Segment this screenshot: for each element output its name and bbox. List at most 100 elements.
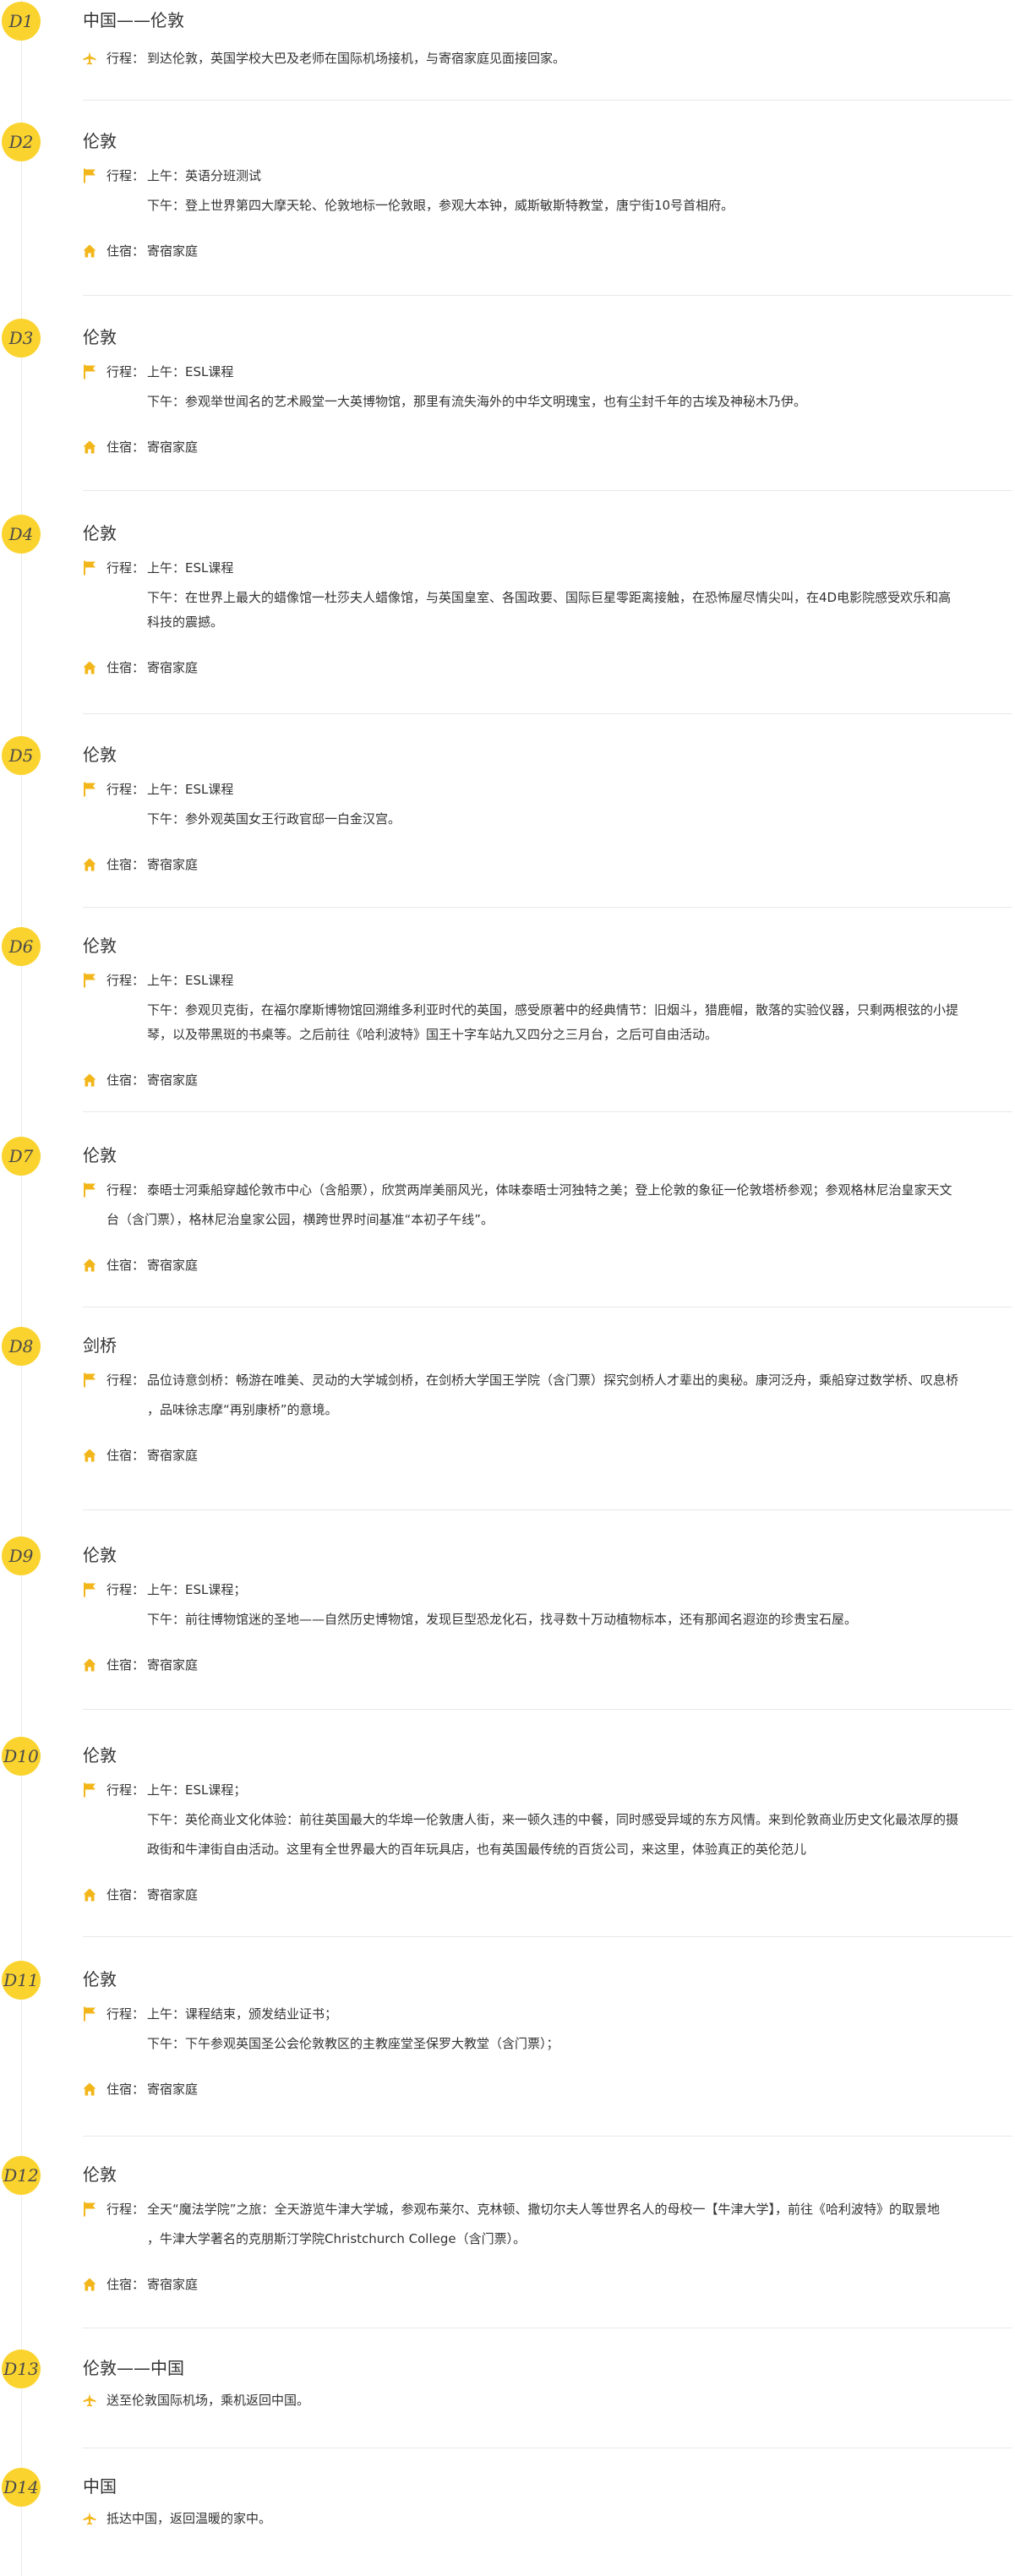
itinerary-label: 行程：: [106, 1182, 145, 1198]
flag-icon: [84, 782, 95, 797]
lodging-text: 寄宿家庭: [147, 1657, 199, 1673]
divider: [83, 2136, 1012, 2137]
day-title: 剑桥: [83, 1335, 117, 1356]
itinerary-label: 行程：: [106, 1373, 145, 1388]
afternoon-text: 下午：参观贝克街，在福尔摩斯博物馆回溯维多利亚时代的英国，感受原著中的经典情节：…: [147, 1002, 959, 1018]
flight-text: 抵达中国，返回温暖的家中。: [106, 2511, 272, 2526]
itinerary-label: 行程：: [106, 168, 145, 183]
day-badge: D8: [2, 1327, 41, 1366]
day-badge: D1: [2, 2, 41, 41]
day-badge: D9: [2, 1536, 41, 1575]
divider: [83, 907, 1012, 908]
lodging-label: 住宿：: [106, 1657, 145, 1673]
flag-icon: [84, 364, 95, 379]
day-badge: D13: [2, 2350, 41, 2388]
plane-icon: [83, 2393, 96, 2407]
lodging-text: 寄宿家庭: [147, 1448, 199, 1463]
flag-icon: [84, 1782, 95, 1798]
divider: [83, 100, 1012, 101]
divider: [83, 1709, 1012, 1710]
day-title: 伦敦: [83, 745, 117, 765]
lodging-text: 寄宿家庭: [147, 1258, 199, 1273]
flight-text: 送至伦敦国际机场，乘机返回中国。: [106, 2393, 310, 2408]
lodging-text: 寄宿家庭: [147, 857, 199, 872]
day-title: 伦敦: [83, 327, 117, 347]
flag-icon: [84, 973, 95, 988]
lodging-text: 寄宿家庭: [147, 2082, 199, 2097]
flag-icon: [84, 1582, 95, 1597]
itinerary-label: 行程：: [106, 364, 145, 379]
itinerary-label: 行程：: [106, 782, 145, 797]
day-badge: D14: [2, 2468, 41, 2507]
day-title: 伦敦: [83, 523, 117, 543]
flag-icon: [84, 168, 95, 183]
itinerary-text: 全天“魔法学院”之旅：全天游览牛津大学城，参观布莱尔、克林顿、撒切尔夫人等世界名…: [147, 2202, 941, 2217]
itinerary-text: 品位诗意剑桥：畅游在唯美、灵动的大学城剑桥，在剑桥大学国王学院（含门票）探究剑桥…: [147, 1373, 959, 1388]
morning-text: 上午：ESL课程: [147, 364, 234, 379]
day-badge: D12: [2, 2156, 41, 2195]
house-icon: [83, 1449, 96, 1462]
day-badge: D10: [2, 1737, 41, 1776]
itinerary-text: 泰晤士河乘船穿越伦敦市中心（含船票），欣赏两岸美丽风光，体味泰晤士河独特之美；登…: [147, 1182, 952, 1198]
afternoon-text-cont: 政街和牛津街自由活动。这里有全世界最大的百年玩具店，也有英国最传统的百货公司，来…: [147, 1842, 807, 1857]
house-icon: [83, 1073, 96, 1087]
day-title: 伦敦: [83, 2164, 117, 2185]
house-icon: [83, 440, 96, 454]
house-icon: [83, 2278, 96, 2291]
house-icon: [83, 1258, 96, 1272]
itinerary-label: 行程：: [106, 2006, 145, 2022]
day-badge: D4: [2, 515, 41, 554]
day-title: 伦敦: [83, 1145, 117, 1165]
lodging-label: 住宿：: [106, 1072, 145, 1088]
itinerary-text-cont: 台（含门票），格林尼治皇家公园，横跨世界时间基准“本初子午线”。: [106, 1212, 494, 1227]
lodging-text: 寄宿家庭: [147, 1072, 199, 1088]
lodging-text: 寄宿家庭: [147, 2277, 199, 2292]
flag-icon: [84, 1182, 95, 1198]
plane-icon: [83, 2512, 96, 2525]
flag-icon: [84, 560, 95, 576]
lodging-label: 住宿：: [106, 857, 145, 872]
day-title: 伦敦: [83, 1969, 117, 1989]
morning-text: 上午：ESL课程: [147, 782, 234, 797]
itinerary-text-cont: ，牛津大学著名的克朋斯汀学院Christchurch College（含门票）。: [147, 2231, 527, 2246]
flag-icon: [84, 2202, 95, 2217]
day-badge: D11: [2, 1961, 41, 2000]
divider: [83, 1111, 1012, 1112]
afternoon-text-cont: 科技的震撼。: [147, 614, 224, 630]
timeline-line: [21, 0, 22, 2576]
lodging-text: 寄宿家庭: [147, 1887, 199, 1902]
lodging-label: 住宿：: [106, 243, 145, 259]
itinerary-label: 行程：: [106, 1782, 145, 1798]
day-title: 伦敦: [83, 936, 117, 956]
lodging-label: 住宿：: [106, 660, 145, 675]
flag-icon: [84, 1373, 95, 1388]
afternoon-text: 下午：参观举世闻名的艺术殿堂一大英博物馆，那里有流失海外的中华文明瑰宝，也有尘封…: [147, 394, 807, 409]
house-icon: [83, 2082, 96, 2096]
morning-text: 上午：ESL课程: [147, 560, 234, 576]
itinerary-label: 行程：: [106, 560, 145, 576]
day-badge: D2: [2, 123, 41, 161]
day-title: 中国: [83, 2476, 117, 2497]
flight-text: 到达伦敦，英国学校大巴及老师在国际机场接机，与寄宿家庭见面接回家。: [147, 51, 566, 66]
flag-icon: [84, 2006, 95, 2022]
day-title: 伦敦: [83, 1745, 117, 1766]
day-title: 伦敦: [83, 1545, 117, 1565]
morning-text: 上午：ESL课程；: [147, 1782, 247, 1798]
itinerary-label: 行程：: [106, 973, 145, 988]
morning-text: 上午：课程结束，颁发结业证书；: [147, 2006, 338, 2022]
divider: [83, 295, 1012, 296]
morning-text: 上午：ESL课程: [147, 973, 234, 988]
day-badge: D5: [2, 736, 41, 775]
lodging-label: 住宿：: [106, 1887, 145, 1902]
afternoon-text: 下午：英伦商业文化体验：前往英国最大的华埠一伦敦唐人街，来一顿久违的中餐，同时感…: [147, 1812, 959, 1827]
itinerary-label: 行程：: [106, 2202, 145, 2217]
lodging-text: 寄宿家庭: [147, 243, 199, 259]
house-icon: [83, 1658, 96, 1672]
lodging-label: 住宿：: [106, 2277, 145, 2292]
day-badge: D3: [2, 319, 41, 357]
plane-icon: [83, 52, 96, 65]
house-icon: [83, 661, 96, 674]
lodging-label: 住宿：: [106, 1258, 145, 1273]
house-icon: [83, 1888, 96, 1902]
itinerary-label: 行程：: [106, 1582, 145, 1597]
